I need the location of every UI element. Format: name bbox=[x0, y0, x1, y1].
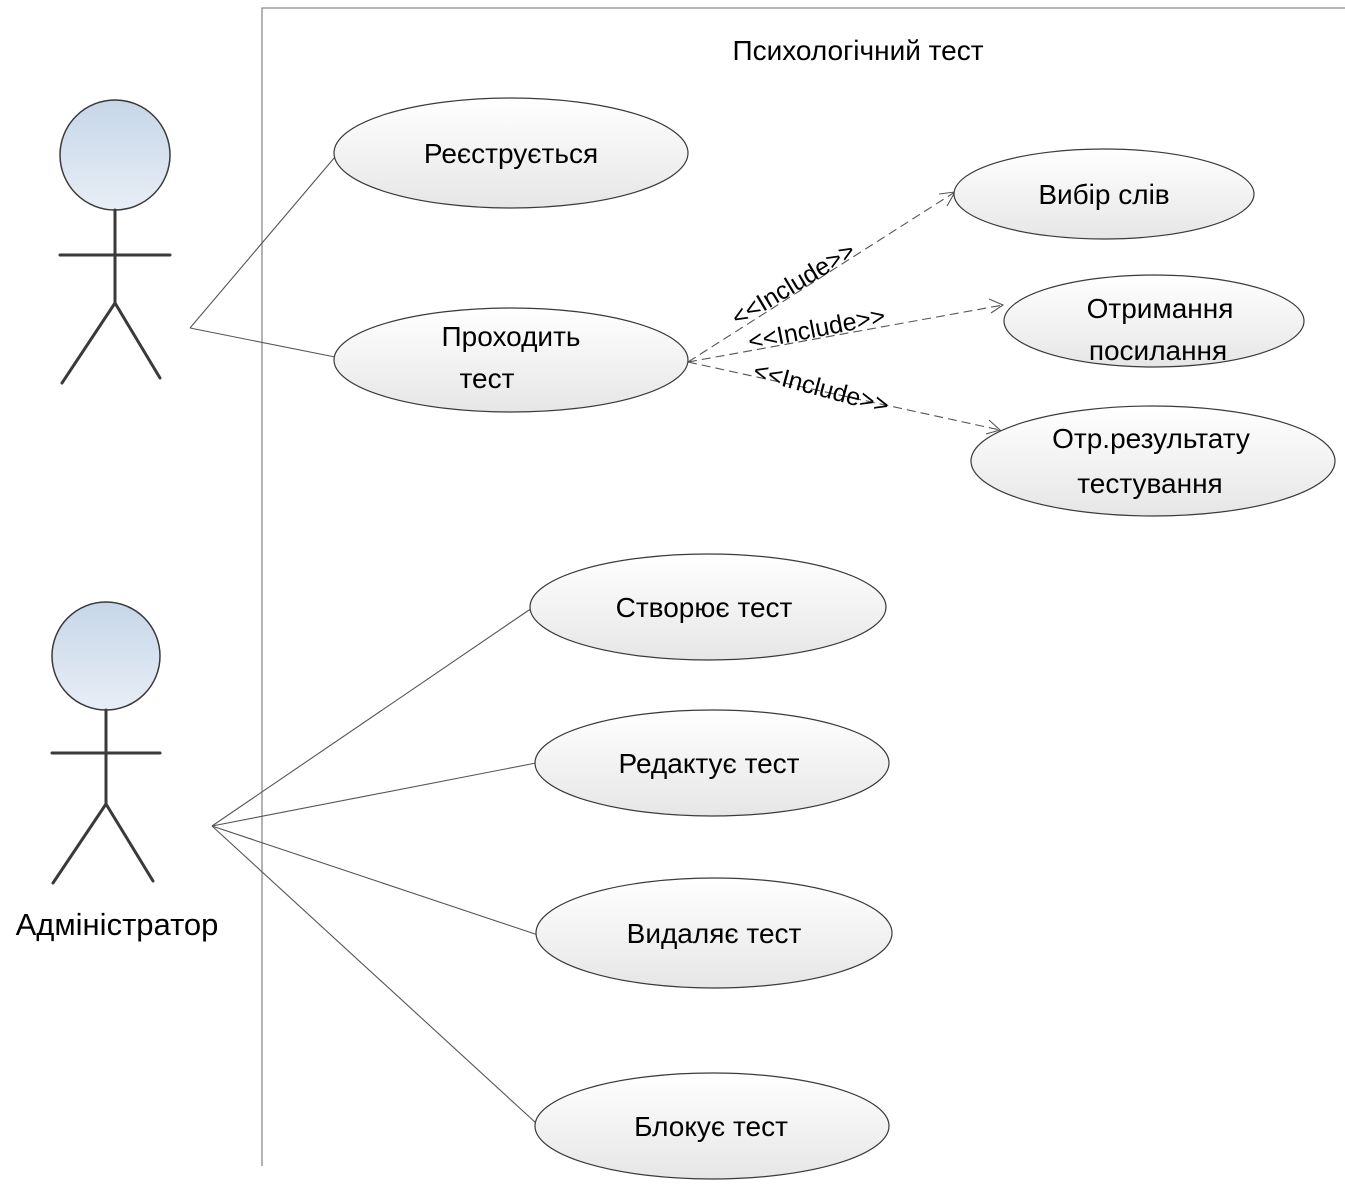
include-label-get-result: <<Include>> bbox=[750, 357, 892, 420]
user-associations bbox=[189, 156, 336, 358]
include-arrowhead-get-link bbox=[988, 298, 1005, 314]
include-line-choose-words bbox=[687, 191, 956, 363]
use-case-get-link-label-line2: посилання bbox=[1089, 335, 1227, 366]
system-title: Психологічний тест bbox=[732, 35, 983, 66]
use-case-create-test[interactable]: Створює тест bbox=[529, 553, 887, 661]
use-case-choose-words-label: Вибір слів bbox=[1038, 179, 1169, 210]
use-case-get-link[interactable]: Отримання посилання bbox=[1003, 274, 1305, 368]
use-case-take-test[interactable]: Проходить тест bbox=[333, 307, 689, 413]
use-case-delete-test[interactable]: Видаляє тест bbox=[535, 877, 893, 989]
system-boundary bbox=[261, 7, 1345, 1166]
use-case-get-result-label-line1: Отр.результату bbox=[1052, 423, 1250, 454]
use-case-delete-test-label: Видаляє тест bbox=[627, 918, 802, 949]
use-case-register-label: Реєструється bbox=[424, 138, 598, 169]
use-case-create-test-label: Створює тест bbox=[616, 592, 793, 623]
association-admin-delete bbox=[211, 825, 539, 936]
association-user-take-test bbox=[189, 327, 336, 358]
actor-admin-head bbox=[51, 601, 161, 711]
association-admin-block bbox=[211, 825, 537, 1124]
actor-admin[interactable]: Адміністратор bbox=[16, 601, 219, 942]
use-case-register[interactable]: Реєструється bbox=[333, 97, 689, 209]
actor-admin-label: Адміністратор bbox=[16, 907, 219, 942]
admin-associations bbox=[211, 607, 539, 1124]
use-case-take-test-label-line1: Проходить bbox=[442, 321, 581, 352]
actor-user[interactable] bbox=[58, 99, 172, 385]
include-arrowhead-get-result bbox=[985, 419, 1002, 435]
include-line-get-link bbox=[687, 304, 1004, 363]
use-case-edit-test-label: Редактує тест bbox=[619, 748, 800, 779]
include-dependencies: <<Include>> <<Include>> <<Include>> bbox=[687, 191, 1005, 435]
use-case-choose-words[interactable]: Вибір слів bbox=[953, 148, 1255, 240]
association-admin-edit bbox=[211, 762, 537, 827]
use-case-get-result-label-line2: тестування bbox=[1077, 468, 1222, 499]
use-case-edit-test[interactable]: Редактує тест bbox=[534, 709, 890, 817]
use-case-get-result[interactable]: Отр.результату тестування bbox=[970, 405, 1336, 517]
use-case-get-link-label-line1: Отримання bbox=[1087, 293, 1234, 324]
use-case-take-test-label-line2: тест bbox=[460, 363, 515, 394]
association-admin-create bbox=[211, 607, 533, 827]
include-line-get-result bbox=[687, 361, 1001, 431]
use-case-block-test[interactable]: Блокує тест bbox=[534, 1072, 890, 1180]
association-user-register bbox=[189, 156, 336, 329]
use-case-block-test-label: Блокує тест bbox=[634, 1111, 788, 1142]
actor-user-head bbox=[59, 99, 171, 211]
